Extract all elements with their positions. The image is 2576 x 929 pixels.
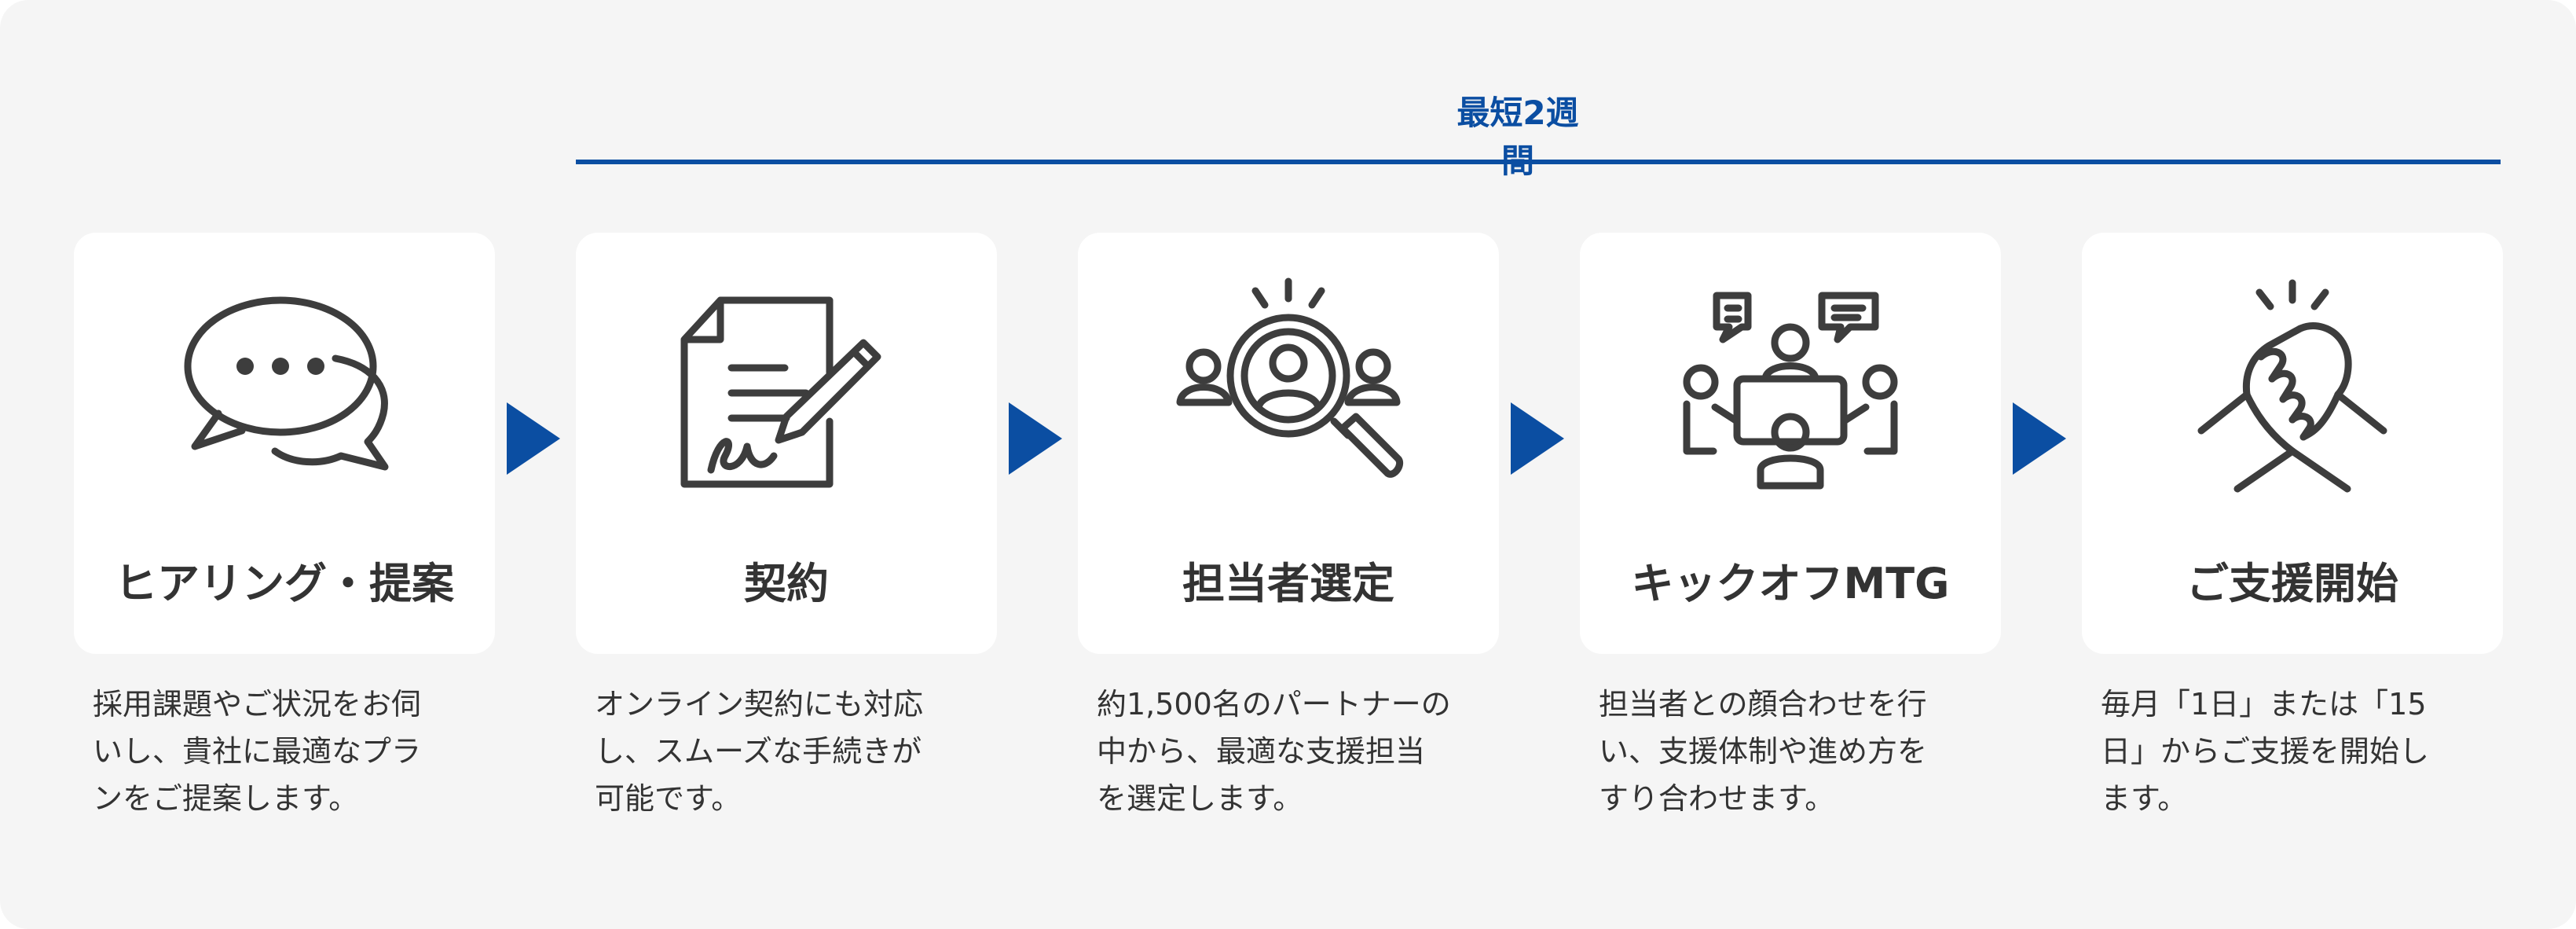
desc-line: すり合わせます。 bbox=[1599, 781, 1835, 816]
step-card-kickoff: キックオフMTG bbox=[1580, 233, 2001, 654]
meeting-table-icon bbox=[1673, 264, 1908, 500]
desc-line: 日」からご支援を開始し bbox=[2101, 734, 2430, 769]
desc-line: し、スムーズな手続きが bbox=[595, 734, 922, 769]
next-arrow-icon bbox=[1006, 399, 1065, 478]
step-description-hearing: 採用課題やご状況をお伺 いし、貴社に最適なプラ ンをご提案します。 bbox=[93, 681, 501, 822]
period-bracket-line bbox=[576, 160, 2501, 164]
step-description-start: 毎月「1日」または「15 日」からご支援を開始し ます。 bbox=[2101, 681, 2509, 822]
step-description-kickoff: 担当者との顔合わせを行 い、支援体制や進め方を すり合わせます。 bbox=[1599, 681, 2007, 822]
next-arrow-icon bbox=[504, 399, 563, 478]
contract-signature-icon bbox=[669, 264, 904, 500]
desc-line: オンライン契約にも対応 bbox=[595, 687, 924, 722]
step-description-contract: オンライン契約にも対応 し、スムーズな手続きが 可能です。 bbox=[595, 681, 1003, 822]
desc-line: 採用課題やご状況をお伺 bbox=[93, 687, 422, 722]
desc-line: 可能です。 bbox=[595, 781, 742, 816]
next-arrow-icon bbox=[1508, 399, 1567, 478]
desc-line: い、支援体制や進め方を bbox=[1599, 734, 1928, 769]
step-title: 契約 bbox=[744, 559, 829, 608]
step-title: ご支援開始 bbox=[2186, 559, 2398, 608]
desc-line: ます。 bbox=[2101, 781, 2188, 816]
next-arrow-icon bbox=[2010, 399, 2069, 478]
desc-line: 毎月「1日」または「15 bbox=[2101, 687, 2427, 722]
period-label: 最短2週間 bbox=[1457, 94, 1579, 180]
desc-line: を選定します。 bbox=[1097, 781, 1303, 816]
step-card-contract: 契約 bbox=[576, 233, 997, 654]
handshake-icon bbox=[2175, 264, 2410, 500]
step-title: 担当者選定 bbox=[1182, 559, 1394, 608]
step-card-hearing: ヒアリング・提案 bbox=[74, 233, 495, 654]
magnifier-people-icon bbox=[1171, 264, 1406, 500]
step-title: ヒアリング・提案 bbox=[115, 559, 454, 608]
step-card-start: ご支援開始 bbox=[2082, 233, 2503, 654]
step-title: キックオフMTG bbox=[1631, 559, 1950, 608]
step-description-selection: 約1,500名のパートナーの 中から、最適な支援担当 を選定します。 bbox=[1097, 681, 1505, 822]
speech-bubbles-icon bbox=[167, 264, 402, 500]
desc-line: 担当者との顔合わせを行 bbox=[1599, 687, 1927, 722]
desc-line: 中から、最適な支援担当 bbox=[1097, 734, 1426, 769]
desc-line: ンをご提案します。 bbox=[93, 781, 359, 816]
desc-line: いし、貴社に最適なプラ bbox=[93, 734, 422, 769]
step-card-selection: 担当者選定 bbox=[1078, 233, 1499, 654]
desc-line: 約1,500名のパートナーの bbox=[1097, 687, 1451, 722]
